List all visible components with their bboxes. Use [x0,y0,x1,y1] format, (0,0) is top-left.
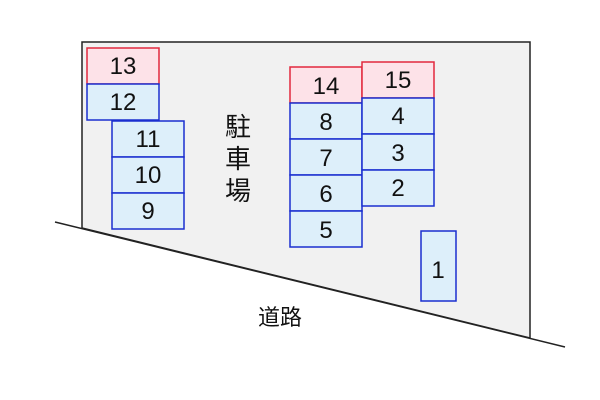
space-number: 13 [110,53,137,80]
road-label: 道路 [258,306,302,331]
lot-label-char: 場 [225,177,251,207]
space-number: 2 [391,175,404,202]
parking-space-9: 9 [111,192,185,230]
space-box [111,156,185,194]
space-number: 14 [313,73,340,100]
space-number: 12 [110,89,137,116]
parking-space-5: 5 [289,210,363,248]
space-number: 3 [391,140,404,167]
space-number: 1 [431,257,444,284]
space-box [111,120,185,158]
space-box [420,230,457,302]
parking-space-6: 6 [289,174,363,212]
space-box [289,66,363,104]
space-number: 9 [141,198,154,225]
space-box [361,97,435,135]
road-edge-line [54,221,566,348]
space-number: 5 [319,217,332,244]
space-box [361,169,435,207]
lot-label-char: 駐 [225,113,251,143]
space-number: 6 [319,181,332,208]
space-number: 8 [319,109,332,136]
parking-space-10: 10 [111,156,185,194]
space-number: 7 [319,145,332,172]
parking-space-13: 13 [86,47,160,85]
space-box [361,61,435,99]
space-box [289,174,363,212]
parking-space-4: 4 [361,97,435,135]
parking-space-3: 3 [361,133,435,171]
space-number: 4 [391,103,404,130]
parking-space-2: 2 [361,169,435,207]
space-number: 15 [385,67,412,94]
parking-lot-label: 駐 車 場 [225,113,251,207]
space-number: 10 [135,162,162,189]
parking-space-14: 14 [289,66,363,104]
space-box [86,47,160,85]
parking-space-15: 15 [361,61,435,99]
parking-space-8: 8 [289,102,363,140]
space-box [111,192,185,230]
lot-label-char: 車 [225,145,251,175]
space-box [289,210,363,248]
space-number: 11 [136,126,161,153]
parking-space-12: 12 [86,83,160,121]
space-box [86,83,160,121]
parking-space-11: 11 [111,120,185,158]
parking-space-1: 1 [420,230,457,302]
parking-space-7: 7 [289,138,363,176]
